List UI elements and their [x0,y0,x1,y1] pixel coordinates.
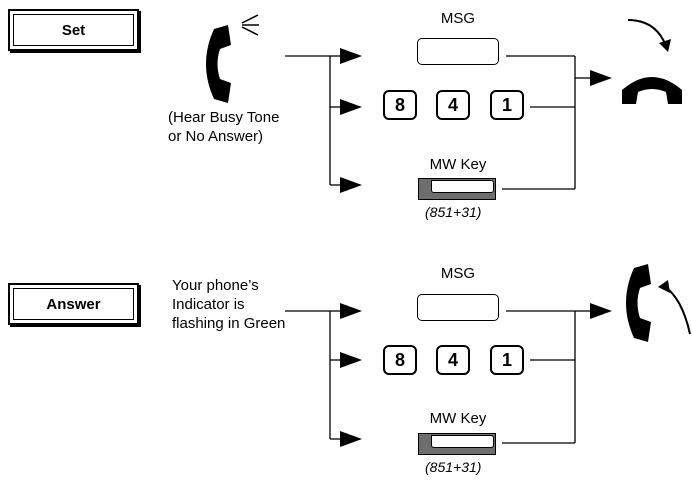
set-key-4[interactable]: 4 [436,90,470,120]
answer-mw-code: (851+31) [425,459,482,475]
set-msg-label: MSG [440,10,476,27]
handset-off-hook-icon [206,14,259,103]
set-arrow-keys [340,99,362,115]
handset-hang-up-icon [622,19,682,104]
set-mw-code: (851+31) [425,204,482,220]
set-mw-key[interactable] [418,178,496,200]
set-mw-label: MW Key [429,156,487,173]
set-label: Set [13,14,134,46]
answer-mw-label: MW Key [429,410,487,427]
handset-lift-icon [626,264,691,342]
set-arrow-out [590,70,612,86]
answer-note-line2: Indicator is [172,296,245,313]
answer-note-line3: flashing in Green [172,315,286,332]
answer-arrow-out [590,303,612,319]
set-note-line2: or No Answer) [168,128,264,145]
answer-msg-label: MSG [440,265,476,282]
answer-arrow-msg [340,303,362,319]
answer-label-box: Answer [8,283,139,325]
answer-msg-key[interactable] [417,294,499,321]
answer-arrow-keys [340,352,362,368]
answer-mw-key[interactable] [418,433,496,455]
set-arrow-msg [340,48,362,64]
set-msg-key[interactable] [417,38,499,65]
set-label-box: Set [8,9,139,51]
set-key-1[interactable]: 1 [490,90,524,120]
answer-note-line1: Your phone’s [172,277,259,294]
set-note-line1: (Hear Busy Tone [168,109,280,126]
set-key-8[interactable]: 8 [383,90,417,120]
answer-arrow-mw [340,431,362,447]
answer-key-1[interactable]: 1 [490,345,524,375]
set-arrow-mw [340,177,362,193]
answer-label: Answer [13,288,134,320]
answer-key-4[interactable]: 4 [436,345,470,375]
answer-key-8[interactable]: 8 [383,345,417,375]
